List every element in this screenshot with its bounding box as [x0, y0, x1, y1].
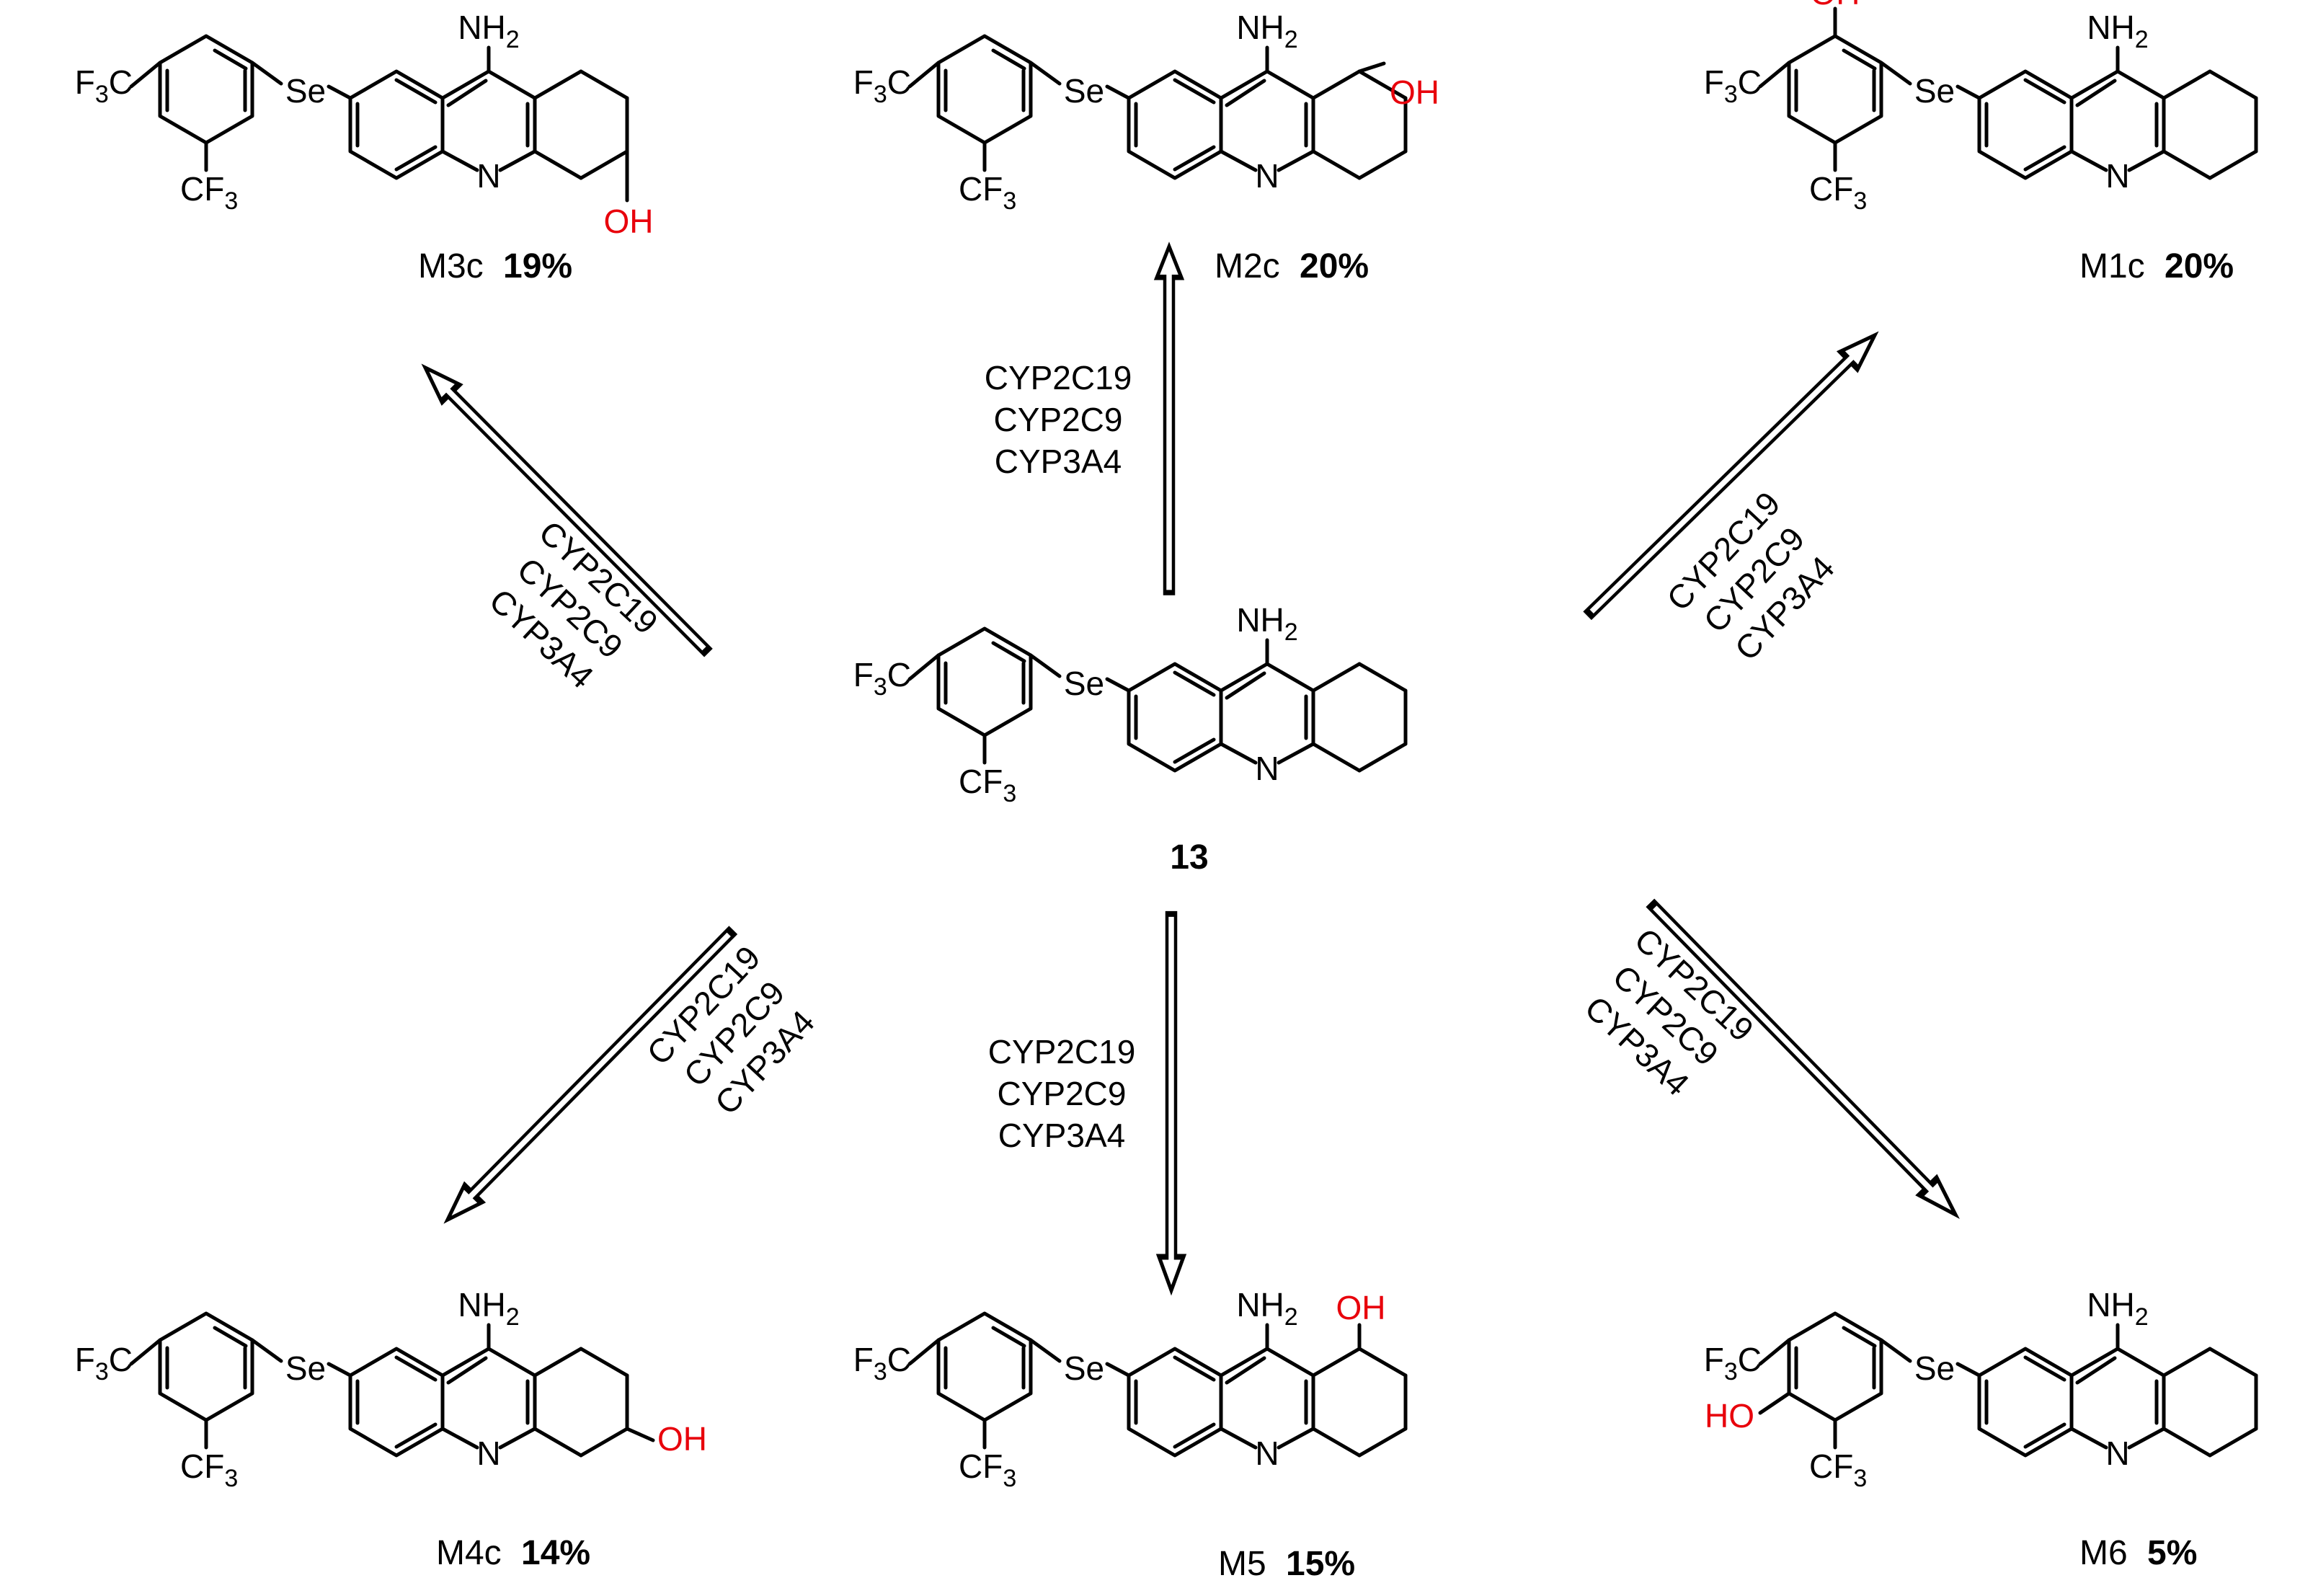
molecule-skeleton — [1760, 36, 2256, 178]
metabolite-label-m5: M5 15% — [1218, 1545, 1355, 1583]
enzyme-label-bottom: CYP2C19 CYP2C9 CYP3A4 — [988, 1033, 1136, 1154]
trifluoromethyl-label: F3C — [1704, 1341, 1762, 1386]
enzyme-name: CYP2C9 — [998, 1075, 1127, 1112]
trifluoromethyl-label: F3C — [853, 656, 911, 701]
trifluoromethyl-label: F3C — [75, 63, 133, 108]
selenium-label: Se — [1064, 72, 1104, 110]
enzyme-name: CYP3A4 — [995, 443, 1122, 480]
metabolite-label-m1c: M1c 20% — [2079, 247, 2234, 285]
enzyme-name: CYP2C19 — [988, 1033, 1136, 1070]
enzyme-label-upper-left: CYP2C19 CYP2C9 CYP3A4 — [482, 513, 665, 696]
trifluoromethyl-label: F3C — [853, 63, 911, 108]
arrow-to-m2c — [1157, 247, 1181, 593]
ring-nitrogen-label: N — [476, 157, 500, 195]
trifluoromethyl-label: CF3 — [1809, 1448, 1867, 1492]
trifluoromethyl-label: CF3 — [180, 1448, 238, 1492]
selenium-label: Se — [1064, 1349, 1104, 1387]
hydroxyl-bond — [1357, 61, 1386, 74]
hydroxyl-label: OH — [657, 1420, 707, 1458]
molecule-skeleton — [1760, 1313, 2256, 1455]
enzyme-label-lower-left: CYP2C19 CYP2C9 CYP3A4 — [639, 939, 822, 1122]
amine-label: NH2 — [1236, 1286, 1297, 1331]
enzyme-name: CYP2C19 — [985, 359, 1132, 396]
metabolite-name: M6 — [2079, 1534, 2128, 1572]
enzyme-name: CYP2C9 — [994, 401, 1123, 438]
enzyme-label-top: CYP2C19 CYP2C9 CYP3A4 — [985, 359, 1132, 480]
trifluoromethyl-label: F3C — [75, 1341, 133, 1386]
molecule-skeleton — [131, 1313, 627, 1455]
trifluoromethyl-label: CF3 — [959, 170, 1016, 215]
enzyme-name: CYP3A4 — [998, 1117, 1125, 1154]
metabolite-name: M1c — [2079, 247, 2145, 285]
metabolite-percent: 20% — [1300, 247, 1369, 285]
hydroxyl-label: OH — [1811, 0, 1860, 12]
hydroxyl-label: OH — [604, 203, 654, 240]
amine-label: NH2 — [458, 1286, 519, 1331]
ring-nitrogen-label: N — [1255, 1435, 1279, 1472]
molecule-skeleton — [910, 1313, 1406, 1455]
metabolite-name: M3c — [418, 247, 484, 285]
ring-nitrogen-label: N — [476, 1435, 500, 1472]
metabolite-name: M2c — [1215, 247, 1280, 285]
selenium-label: Se — [285, 1349, 326, 1387]
trifluoromethyl-label: CF3 — [959, 1448, 1016, 1492]
amine-label: NH2 — [2087, 1286, 2148, 1331]
hydroxyl-label: HO — [1705, 1397, 1754, 1435]
metabolite-label-m2c: M2c 20% — [1215, 247, 1369, 285]
trifluoromethyl-label: CF3 — [959, 763, 1016, 807]
ring-nitrogen-label: N — [2105, 157, 2129, 195]
ring-nitrogen-label: N — [2105, 1435, 2129, 1472]
hydroxyl-bond — [625, 1427, 655, 1442]
selenium-label: Se — [1914, 1349, 1955, 1387]
selenium-label: Se — [285, 72, 326, 110]
metabolite-percent: 19% — [503, 247, 572, 285]
arrow-to-m5 — [1159, 914, 1184, 1290]
molecule-skeleton — [910, 36, 1406, 178]
molecule-skeleton — [910, 629, 1406, 771]
trifluoromethyl-label: CF3 — [180, 170, 238, 215]
amine-label: NH2 — [2087, 9, 2148, 53]
metabolite-label-m4c: M4c 14% — [436, 1534, 590, 1572]
trifluoromethyl-label: CF3 — [1809, 170, 1867, 215]
metabolite-label-m3c: M3c 19% — [418, 247, 572, 285]
metabolite-label-m6: M6 5% — [2079, 1534, 2197, 1572]
compound-label: 13 — [1170, 838, 1208, 877]
metabolite-name: M5 — [1218, 1545, 1266, 1583]
hydroxyl-label: OH — [1336, 1289, 1386, 1326]
metabolite-percent: 5% — [2147, 1534, 2197, 1572]
metabolite-percent: 20% — [2165, 247, 2234, 285]
trifluoromethyl-label: F3C — [853, 1341, 911, 1386]
metabolite-percent: 14% — [521, 1534, 590, 1572]
hydroxyl-bond — [1758, 1391, 1791, 1415]
trifluoromethyl-label: F3C — [1704, 63, 1762, 108]
amine-label: NH2 — [458, 9, 519, 53]
metabolite-name: M4c — [436, 1534, 502, 1572]
metabolite-percent: 15% — [1286, 1545, 1355, 1583]
ring-nitrogen-label: N — [1255, 157, 1279, 195]
amine-label: NH2 — [1236, 601, 1297, 646]
enzyme-label-lower-right: CYP2C19 CYP2C9 CYP3A4 — [1578, 921, 1761, 1103]
selenium-label: Se — [1064, 665, 1104, 702]
ring-nitrogen-label: N — [1255, 750, 1279, 787]
molecule-skeleton — [131, 36, 627, 178]
hydroxyl-label: OH — [1390, 74, 1439, 111]
amine-label: NH2 — [1236, 9, 1297, 53]
selenium-label: Se — [1914, 72, 1955, 110]
